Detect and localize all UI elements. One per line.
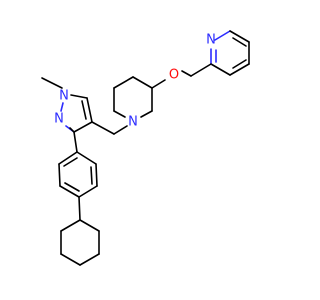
- cyclohexyl-bond: [78, 196, 81, 221]
- bond: [90, 166, 93, 185]
- bond: [210, 63, 231, 76]
- molecule-diagram: N O N N N: [41, 30, 250, 266]
- bond: [181, 70, 192, 77]
- cyclohexane-ring: [60, 219, 100, 266]
- pyrazole-ring: [60, 94, 93, 133]
- bond: [79, 253, 100, 266]
- phenyl-ring: [58, 151, 98, 198]
- piperidine-nitrogen-label: N: [128, 115, 138, 130]
- bond: [113, 125, 128, 135]
- bond: [229, 63, 250, 76]
- bond: [58, 163, 61, 187]
- biaryl-bond: [73, 131, 78, 153]
- piperidine-ring: [113, 76, 153, 118]
- bond: [60, 219, 81, 232]
- bond: [232, 37, 247, 47]
- pyrazole-n2-label: N: [54, 112, 64, 127]
- bond: [132, 76, 153, 89]
- bond: [81, 100, 87, 120]
- bond: [232, 59, 247, 69]
- ether-linker: [151, 63, 212, 89]
- bond: [214, 30, 231, 41]
- pyridine-nitrogen-label: N: [206, 33, 216, 48]
- atom-labels: N O N N N: [54, 33, 216, 130]
- bond: [41, 77, 63, 89]
- bond: [59, 185, 80, 198]
- bond: [86, 97, 93, 123]
- bond: [78, 185, 98, 198]
- bond: [79, 219, 100, 232]
- bond: [69, 127, 75, 133]
- pyridine-ring: [210, 30, 250, 76]
- bond: [73, 121, 93, 133]
- bond: [58, 151, 78, 165]
- bond: [60, 253, 81, 266]
- bond: [76, 151, 97, 165]
- bond: [113, 110, 126, 118]
- bond: [60, 102, 64, 112]
- bond: [91, 121, 115, 135]
- ether-oxygen-label: O: [169, 68, 179, 83]
- n-methyl: [41, 77, 63, 89]
- structure-svg: N O N N N: [41, 30, 250, 266]
- bond: [64, 182, 80, 192]
- bond: [190, 63, 212, 77]
- bond: [113, 76, 134, 89]
- bond: [140, 110, 153, 118]
- bond: [70, 94, 88, 99]
- bond: [229, 30, 250, 43]
- methylene-linker: [91, 121, 128, 135]
- bond: [63, 157, 78, 167]
- bond: [151, 79, 166, 89]
- pyrazole-n1-label: N: [59, 89, 69, 104]
- bond: [95, 163, 98, 187]
